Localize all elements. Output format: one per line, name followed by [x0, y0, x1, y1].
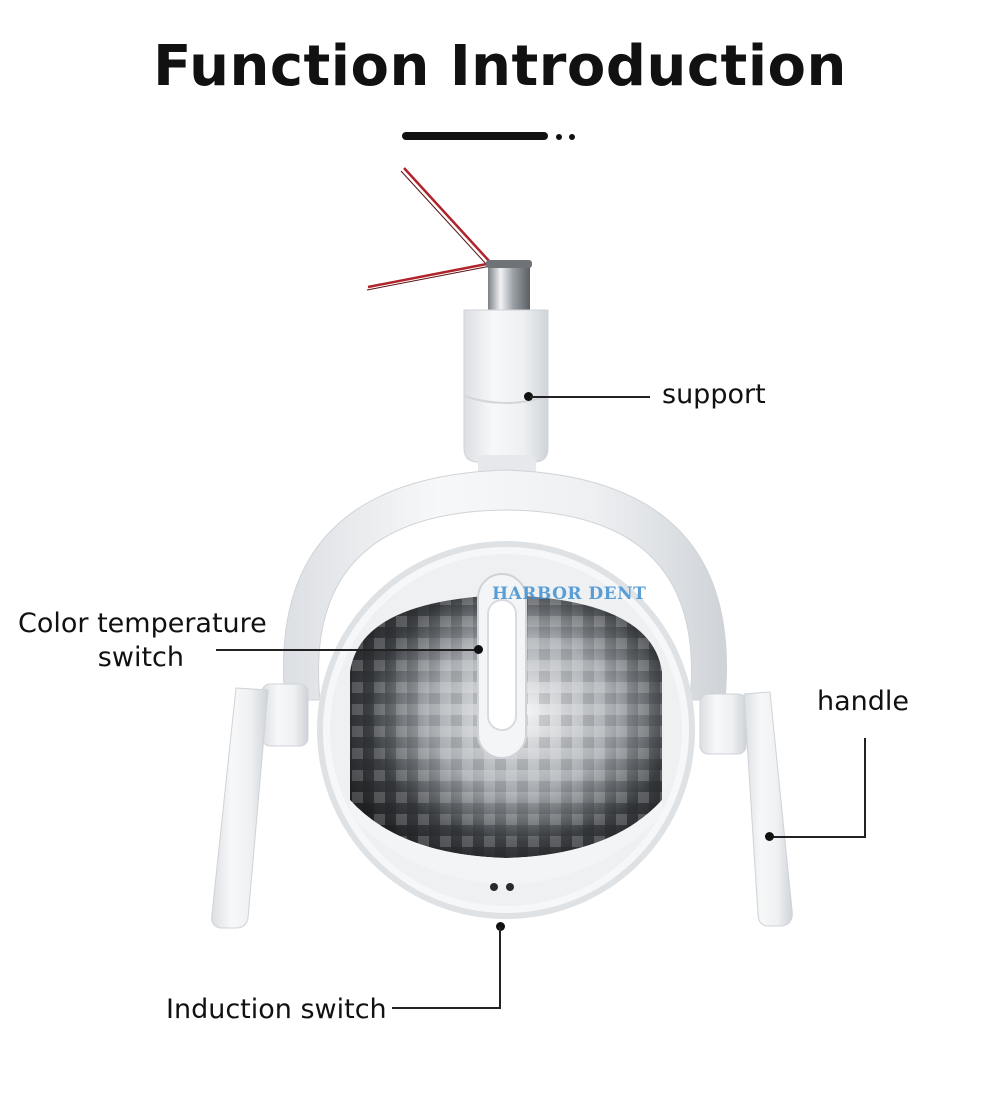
- callout-dot-support: [524, 392, 533, 401]
- title-underline-dot: [569, 134, 575, 140]
- support-column: [463, 309, 549, 463]
- callout-dot-induction: [496, 922, 505, 931]
- callout-label-support: support: [662, 379, 766, 410]
- callout-line-support: [530, 396, 650, 398]
- chrome-connector: [488, 262, 530, 314]
- callout-dot-handle: [765, 832, 774, 841]
- title-underline-dot: [556, 134, 562, 140]
- callout-line-induction-horizontal: [392, 1007, 501, 1009]
- callout-line-induction-vertical: [499, 927, 501, 1009]
- title-underline-bar: [402, 132, 548, 140]
- power-wires: [366, 167, 498, 291]
- right-handle: [699, 691, 793, 927]
- brand-watermark: HARBOR DENT: [492, 584, 647, 604]
- callout-dot-color-temperature: [474, 645, 483, 654]
- callout-line-handle-horizontal: [770, 836, 866, 838]
- callout-label-color-temperature: Color temperature switch: [18, 607, 267, 675]
- callout-label-handle: handle: [817, 686, 910, 717]
- callout-label-induction: Induction switch: [166, 994, 387, 1025]
- left-handle: [211, 683, 309, 929]
- page-title: Function Introduction: [153, 34, 847, 99]
- induction-sensor: [490, 883, 498, 891]
- callout-line-color-temperature: [216, 649, 478, 651]
- callout-line-handle-vertical: [864, 738, 866, 838]
- callout-label-color-temperature-line2: switch: [97, 642, 184, 673]
- callout-label-color-temperature-line1: Color temperature: [18, 608, 267, 639]
